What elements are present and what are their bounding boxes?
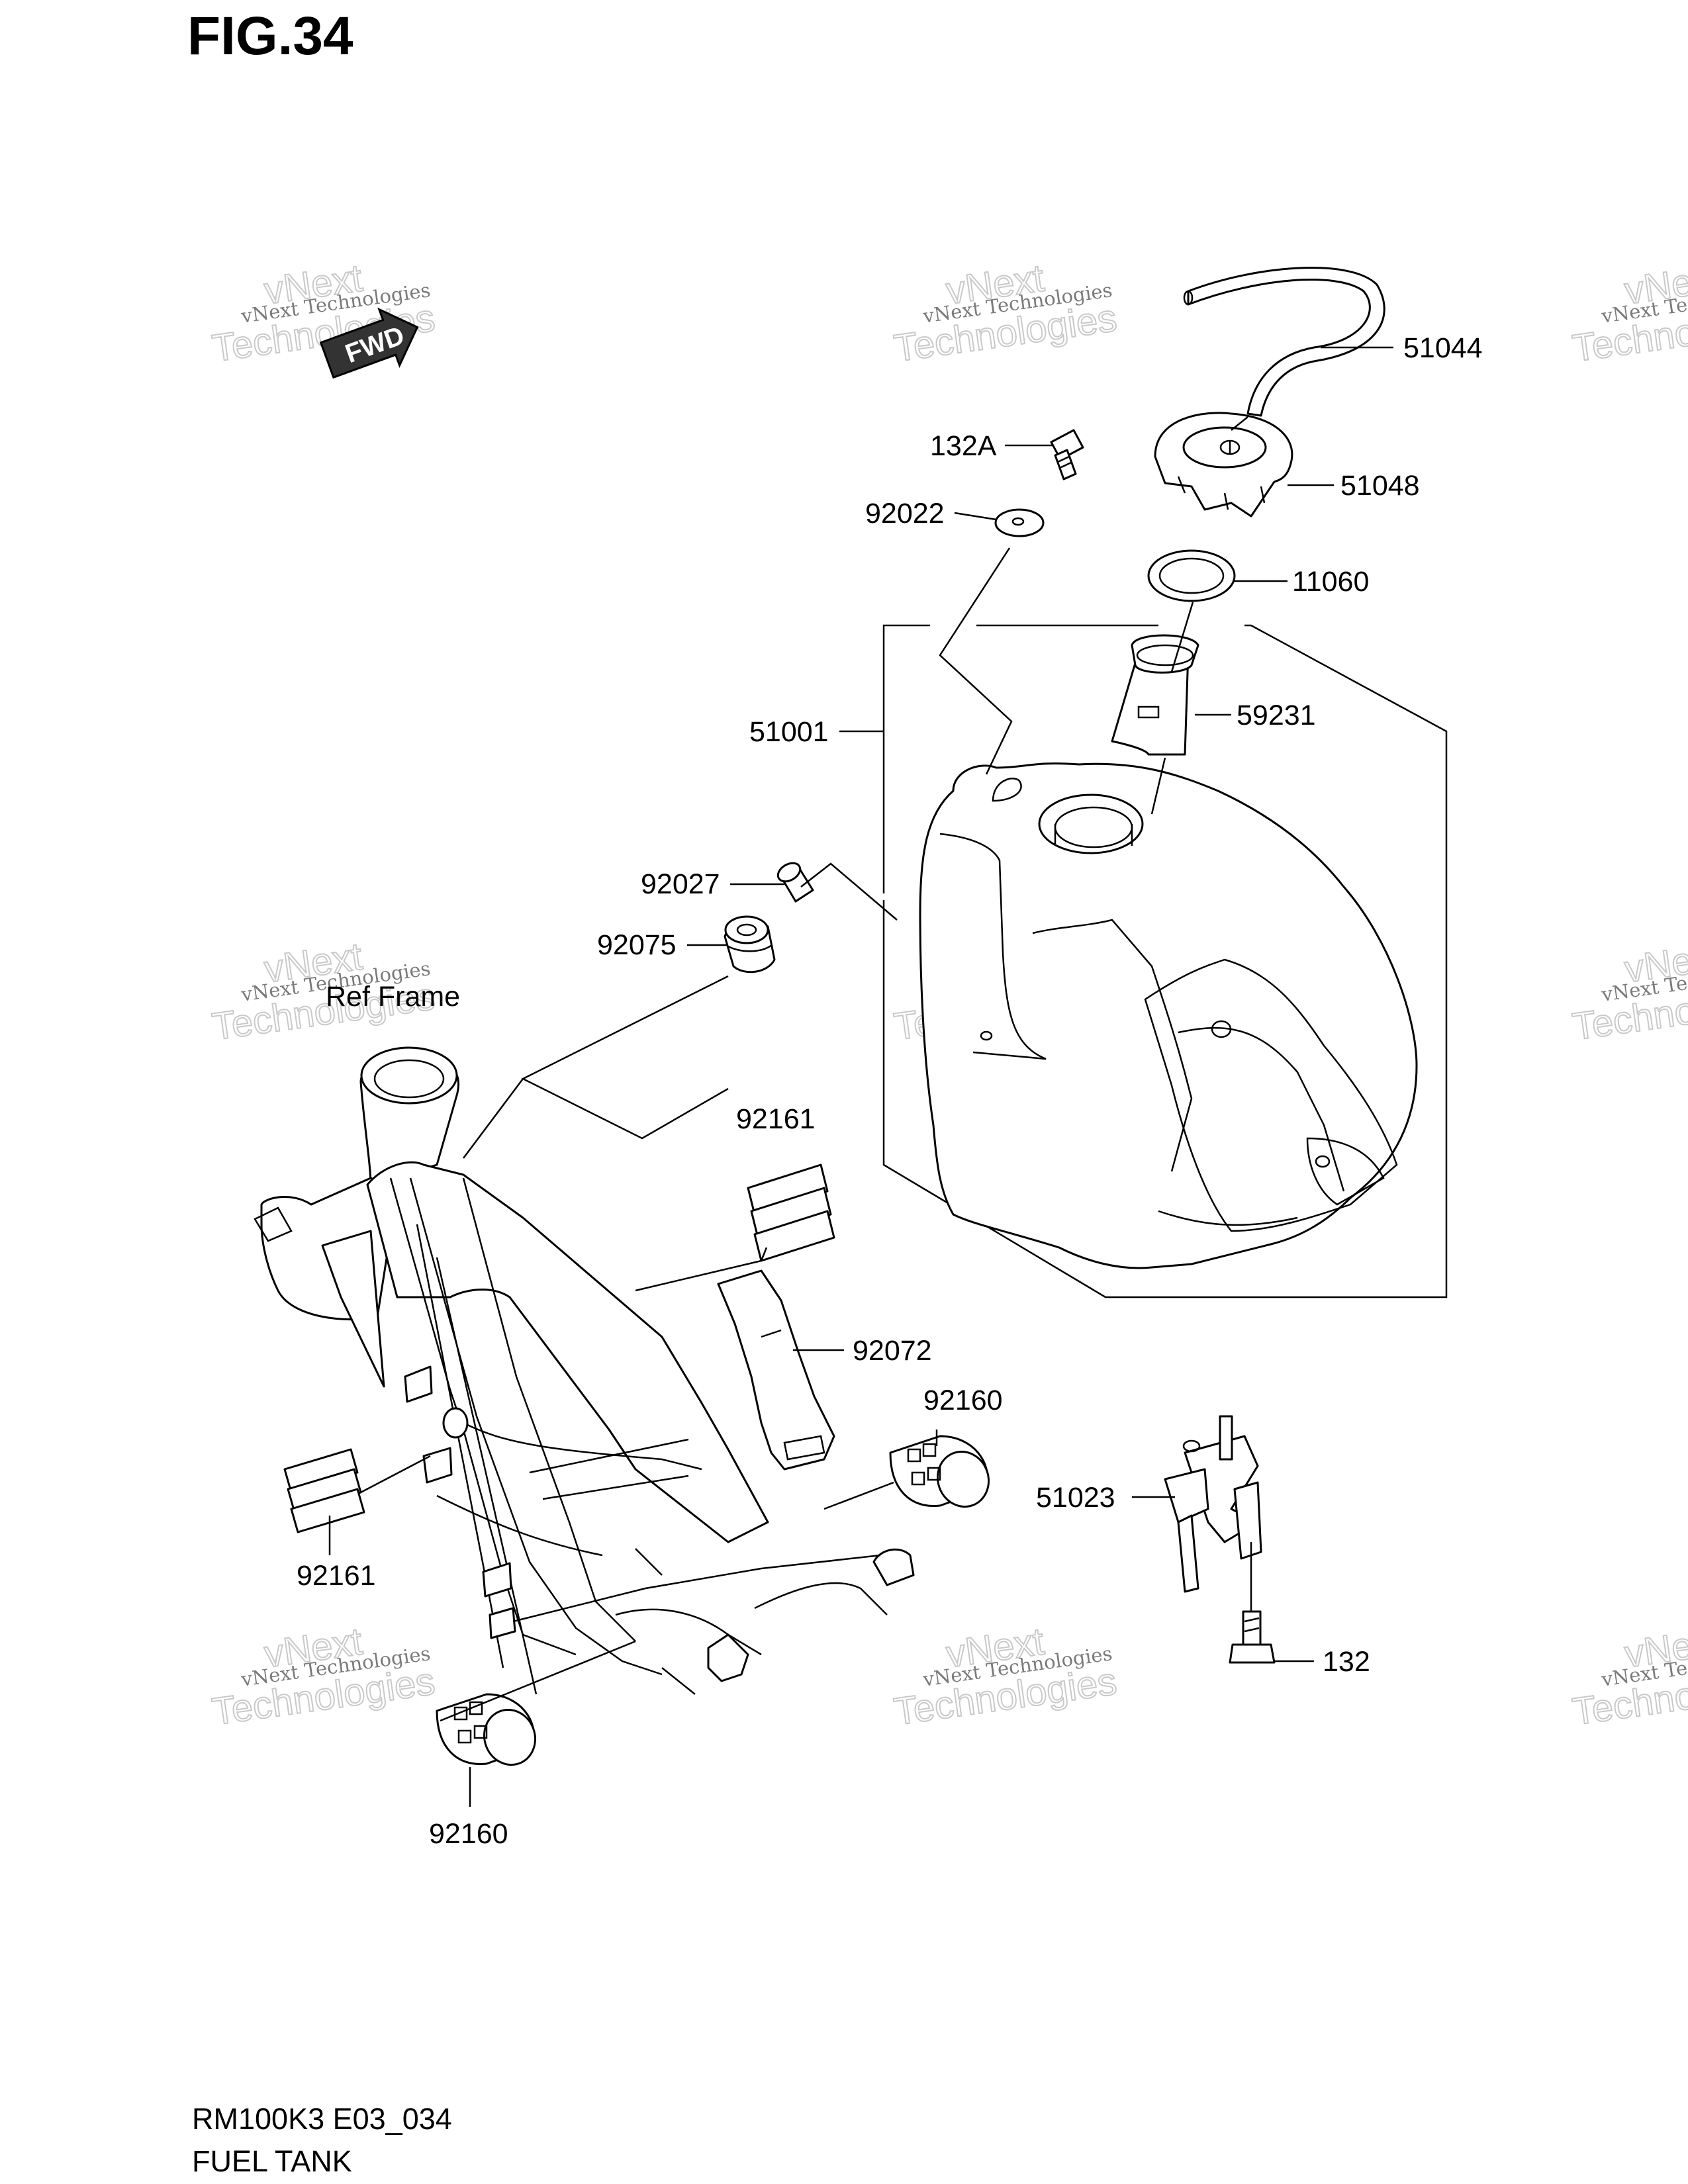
callout-92075: 92075 [597, 929, 677, 961]
callout-92027: 92027 [641, 868, 720, 900]
rubber-92160-lower [436, 1693, 536, 1766]
callout-92160-right: 92160 [923, 1385, 1003, 1416]
washer-92022 [994, 508, 1045, 537]
fuel-cock [1164, 1415, 1262, 1593]
band-92072 [717, 1269, 835, 1471]
callout-labels: 51044 132A 51048 92022 11060 51001 59231… [297, 332, 1483, 1850]
bolt-132a [1050, 429, 1084, 480]
rubber-92161-upper [747, 1163, 835, 1262]
fuel-cap [1154, 412, 1293, 518]
rubber-92160-right [889, 1435, 990, 1508]
callout-92161-lower: 92161 [297, 1560, 376, 1592]
callout-92161-upper: 92161 [736, 1103, 816, 1135]
gasket-11060 [1147, 549, 1236, 602]
figure-title: FIG.34 [187, 6, 353, 66]
leader-lines [328, 346, 1393, 1807]
callout-92072: 92072 [853, 1335, 932, 1367]
fuel-tank [919, 762, 1418, 1269]
screw-132 [1229, 1610, 1276, 1664]
reference-frame [254, 1046, 915, 1695]
callout-92022: 92022 [865, 498, 945, 529]
damper-92075 [724, 915, 776, 974]
reference-frame-label: Ref Frame [326, 981, 460, 1013]
callout-51044: 51044 [1403, 332, 1483, 364]
callout-11060: 11060 [1292, 566, 1369, 598]
callout-51048: 51048 [1340, 470, 1420, 502]
callout-132a: 132A [930, 430, 997, 462]
watermark: vNext Technologies vNext Technologies [891, 1619, 1120, 1734]
rubber-92161-lower [283, 1448, 365, 1533]
tank-group-bracket [882, 624, 1448, 1298]
watermark: vNext Technologies vNext Technologies [1570, 1619, 1688, 1734]
callout-59231: 59231 [1237, 700, 1316, 731]
callout-51023: 51023 [1036, 1482, 1115, 1514]
figure-name: FUEL TANK [192, 2144, 352, 2178]
callout-92160-lower: 92160 [429, 1818, 508, 1850]
watermark: vNext Technologies vNext Technologies [891, 255, 1120, 371]
watermark: vNext Technologies vNext Technologies [209, 1619, 438, 1734]
collar-92027 [776, 862, 814, 903]
watermark: vNext Technologies vNext Technologies [1570, 934, 1688, 1049]
callout-51001: 51001 [749, 716, 829, 748]
callout-132: 132 [1323, 1646, 1370, 1678]
figure-code: RM100K3 E03_034 [192, 2102, 452, 2136]
watermark: vNext Technologies vNext Technologies [1570, 255, 1688, 371]
filter-59231 [1111, 634, 1199, 756]
breather-hose [1183, 267, 1385, 417]
